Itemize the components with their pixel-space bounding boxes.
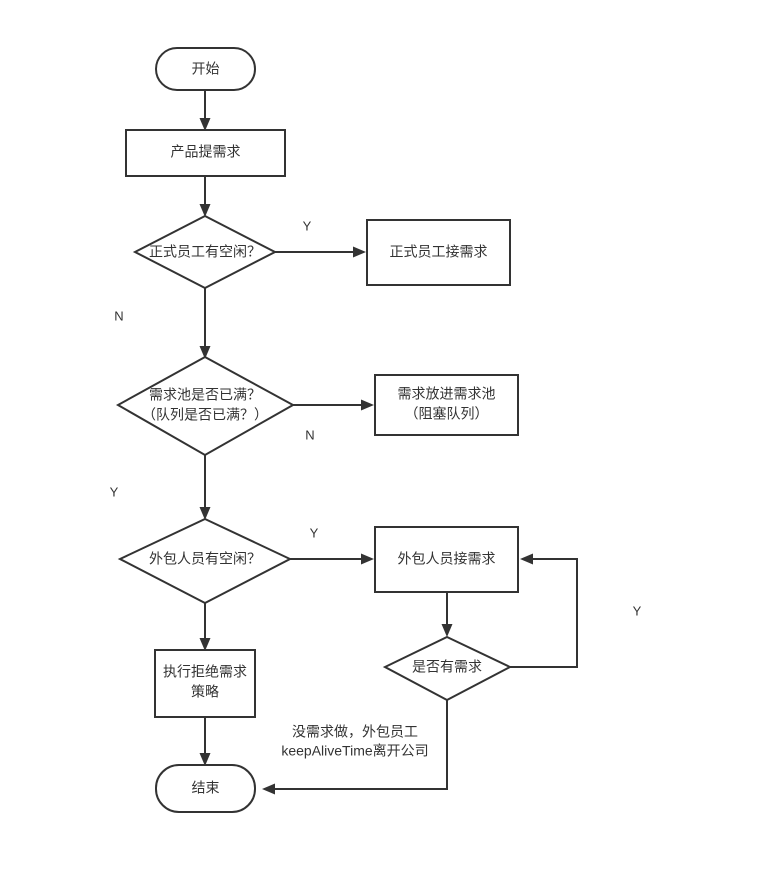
arrowhead (199, 346, 211, 359)
node-staff-take[interactable]: 正式员工接需求 (366, 219, 511, 286)
node-end[interactable]: 结束 (155, 764, 256, 813)
staff-take-shape (366, 219, 511, 286)
annotation-keepalive-note: 没需求做，外包员工 keepAliveTime离开公司 (281, 724, 428, 759)
arrowhead (199, 204, 211, 217)
node-reject[interactable]: 执行拒绝需求 策略 (154, 649, 256, 718)
edge-pool-full-yes-to-outsrc-free (199, 455, 211, 520)
edge-outsrc-take-to-has-req (441, 592, 453, 637)
node-outsrc-free-decision[interactable]: 外包人员有空闲？ (117, 517, 293, 605)
arrowhead (199, 118, 211, 131)
edge-outsrc-free-to-reject (199, 603, 211, 651)
edge-label-outsrc-free-yes: Y (310, 525, 319, 540)
product-req-label: 产品提需求 (171, 144, 241, 160)
edge-start-to-product-req (199, 90, 211, 131)
end-label: 结束 (192, 780, 220, 796)
edge-product-req-to-staff-free (199, 176, 211, 217)
edge-line (510, 558, 578, 668)
edge-staff-free-no-to-pool-full (199, 288, 211, 359)
edge-label-staff-free-no: N (114, 308, 123, 323)
arrowhead (361, 553, 374, 565)
staff-free-label: 正式员工有空闲？ (149, 244, 261, 260)
edge-reject-to-end (199, 717, 211, 766)
end-shape (155, 764, 256, 813)
staff-take-label: 正式员工接需求 (390, 244, 488, 260)
start-shape (155, 47, 256, 91)
edge-label-pool-full-yes: Y (110, 484, 119, 499)
edge-outsrc-free-yes-to-outsrc-take (290, 553, 374, 565)
pool-put-label-line1: 需求放进需求池 (398, 386, 496, 402)
arrowhead (199, 638, 211, 651)
product-req-shape (125, 129, 286, 177)
arrowhead (441, 624, 453, 637)
edge-label-pool-full-no: N (305, 427, 314, 442)
node-staff-free-decision[interactable]: 正式员工有空闲？ (132, 214, 278, 290)
arrowhead (199, 753, 211, 766)
start-label: 开始 (192, 61, 220, 77)
annotation-line1: 没需求做，外包员工 (292, 724, 418, 740)
staff-free-shape (132, 214, 278, 290)
edge-staff-free-yes-to-staff-take (275, 246, 366, 258)
has-req-label: 是否有需求 (412, 659, 482, 675)
node-outsrc-take[interactable]: 外包人员接需求 (374, 526, 519, 593)
edge-pool-full-no-to-pool-put (293, 399, 374, 411)
edge-line (271, 700, 448, 790)
outsrc-free-label: 外包人员有空闲？ (149, 551, 261, 567)
edge-label-has-req-yes: Y (633, 603, 642, 618)
node-product-req[interactable]: 产品提需求 (125, 129, 286, 177)
pool-put-shape (374, 374, 519, 436)
node-start[interactable]: 开始 (155, 47, 256, 91)
pool-full-label-line1: 需求池是否已满？ (149, 387, 261, 403)
arrowhead (262, 783, 275, 795)
has-req-shape (382, 635, 513, 702)
pool-full-shape (115, 355, 296, 457)
node-pool-full-decision[interactable]: 需求池是否已满？ （队列是否已满？） (115, 355, 296, 457)
node-pool-put[interactable]: 需求放进需求池 （阻塞队列） (374, 374, 519, 436)
pool-full-label-line2: （队列是否已满？） (142, 407, 268, 423)
reject-label-line1: 执行拒绝需求 (163, 664, 247, 680)
outsrc-take-shape (374, 526, 519, 593)
edge-label-staff-free-yes: Y (303, 218, 312, 233)
pool-put-label-line2: （阻塞队列） (405, 406, 489, 422)
edge-has-req-no-to-end (262, 700, 448, 795)
outsrc-free-shape (117, 517, 293, 605)
arrowhead (353, 246, 366, 258)
reject-label-line2: 策略 (191, 684, 219, 700)
reject-shape (154, 649, 256, 718)
arrowhead (361, 399, 374, 411)
edge-has-req-yes-loopback (510, 553, 578, 668)
arrowhead (199, 507, 211, 520)
annotation-line2: keepAliveTime离开公司 (281, 743, 428, 759)
outsrc-take-label: 外包人员接需求 (398, 551, 496, 567)
arrowhead (520, 553, 533, 565)
node-has-req-decision[interactable]: 是否有需求 (382, 635, 513, 702)
